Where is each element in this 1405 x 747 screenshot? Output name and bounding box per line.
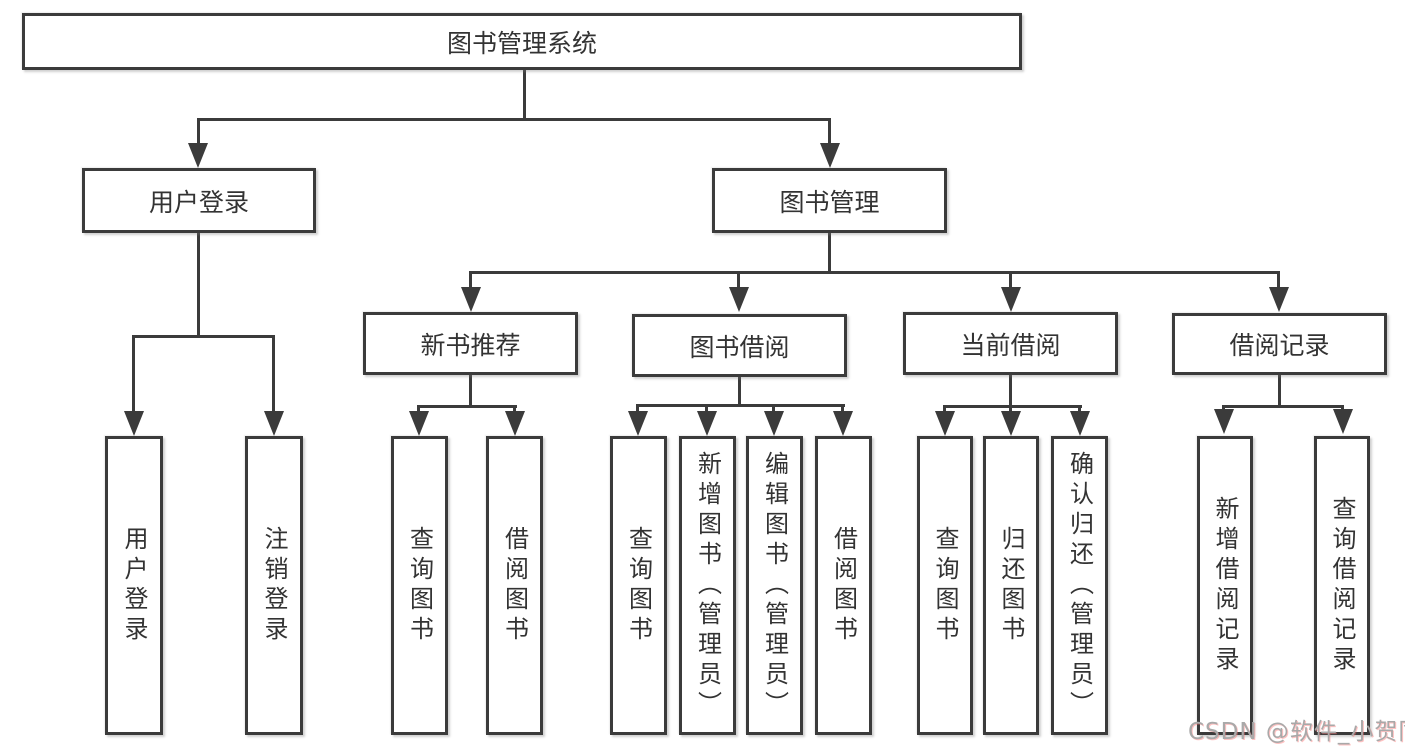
leaf-add-books-admin: 新增图书（管理员） (679, 436, 736, 735)
node-book-mgmt: 图书管理 (712, 168, 947, 233)
connector-book-borrow-bar (636, 404, 845, 407)
leaf-borrow-books: 借阅图书 (815, 436, 872, 735)
connector-drop-leaf (705, 404, 708, 413)
connector-drop-current-borrow (1009, 271, 1012, 288)
arrow-down-icon (124, 411, 144, 436)
connector-new-books-bar (417, 405, 517, 408)
leaf-borrow-books: 借阅图书 (486, 436, 543, 735)
connector-book-mgmt-bar (469, 271, 1280, 274)
connector-book-mgmt-stem (828, 233, 831, 273)
arrow-down-icon (729, 287, 749, 312)
node-borrow-records: 借阅记录 (1172, 313, 1387, 375)
arrow-down-icon (833, 411, 853, 436)
connector-root-bar (197, 118, 831, 121)
connector-borrow-records-stem (1278, 375, 1281, 408)
arrow-down-icon (409, 411, 429, 436)
leaf-edit-books-admin: 编辑图书（管理员） (746, 436, 803, 735)
connector-user-login-stem (197, 233, 200, 336)
arrow-down-icon (505, 411, 525, 436)
leaf-confirm-return-admin: 确认归还（管理员） (1051, 436, 1108, 735)
connector-current-borrow-bar (943, 405, 1082, 408)
connector-drop-leaf (1009, 405, 1012, 413)
connector-drop-leaf (636, 404, 639, 413)
node-current-borrow: 当前借阅 (903, 312, 1118, 375)
leaf-add-borrow-record: 新增借阅记录 (1197, 436, 1253, 735)
connector-drop-book-borrow (737, 271, 740, 288)
connector-new-books-stem (469, 375, 472, 408)
connector-drop-leaf (841, 404, 844, 413)
arrow-down-icon (1269, 287, 1289, 312)
node-book-borrow: 图书借阅 (632, 314, 847, 377)
node-user-login: 用户登录 (82, 168, 316, 233)
leaf-user-login: 用户登录 (105, 436, 163, 735)
arrow-down-icon (1001, 411, 1021, 436)
arrow-down-icon (264, 411, 284, 436)
leaf-return-books: 归还图书 (983, 436, 1039, 735)
connector-drop-leaf (132, 335, 135, 413)
connector-drop-book-mgmt (828, 118, 831, 146)
connector-drop-borrow-records (1277, 271, 1280, 288)
connector-drop-leaf (943, 405, 946, 413)
arrow-down-icon (935, 411, 955, 436)
arrow-down-icon (697, 411, 717, 436)
connector-borrow-records-bar (1222, 405, 1344, 408)
connector-root-stem (523, 70, 526, 118)
arrow-down-icon (764, 411, 784, 436)
arrow-down-icon (1001, 287, 1021, 312)
connector-user-login-bar (132, 335, 275, 338)
leaf-query-books: 查询图书 (391, 436, 448, 735)
connector-drop-new-books (469, 271, 472, 288)
connector-current-borrow-stem (1009, 375, 1012, 408)
arrow-down-icon (188, 143, 208, 168)
arrow-down-icon (1333, 409, 1353, 434)
arrow-down-icon (1070, 411, 1090, 436)
leaf-query-books: 查询图书 (917, 436, 973, 735)
connector-drop-leaf (513, 405, 516, 413)
arrow-down-icon (461, 287, 481, 312)
connector-drop-leaf (1078, 405, 1081, 413)
arrow-down-icon (820, 143, 840, 168)
connector-book-borrow-stem (738, 377, 741, 407)
arrow-down-icon (628, 411, 648, 436)
watermark: CSDN @软件_小贺同学 (1188, 719, 1405, 745)
leaf-query-books: 查询图书 (610, 436, 667, 735)
connector-drop-leaf (772, 404, 775, 413)
node-new-books: 新书推荐 (363, 312, 578, 375)
connector-drop-leaf (417, 405, 420, 413)
leaf-logout: 注销登录 (245, 436, 303, 735)
connector-drop-user-login (197, 118, 200, 146)
connector-drop-leaf (272, 335, 275, 413)
node-root: 图书管理系统 (22, 13, 1022, 70)
arrow-down-icon (1214, 409, 1234, 434)
leaf-query-borrow-record: 查询借阅记录 (1314, 436, 1370, 735)
